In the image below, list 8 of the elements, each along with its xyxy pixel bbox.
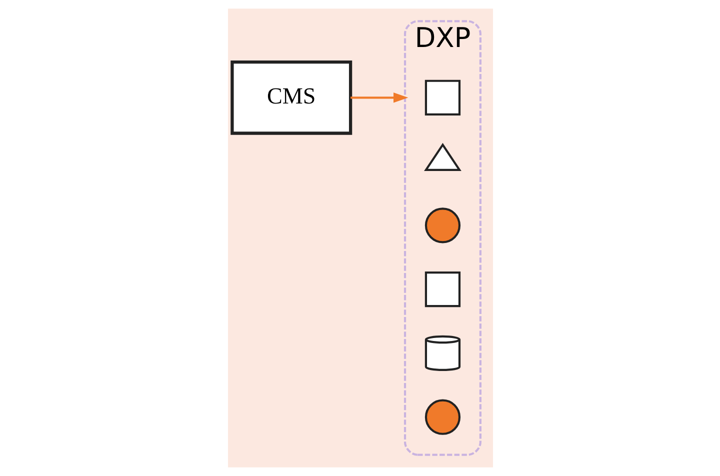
node-box: CMS: [230, 60, 352, 135]
node-triangle: [424, 142, 461, 171]
node-circle: [424, 208, 460, 244]
node-box: [424, 80, 460, 116]
node-box: [424, 272, 460, 308]
node-circle: [424, 399, 460, 435]
cluster: DXP: [403, 20, 481, 456]
arrow: [350, 92, 408, 103]
